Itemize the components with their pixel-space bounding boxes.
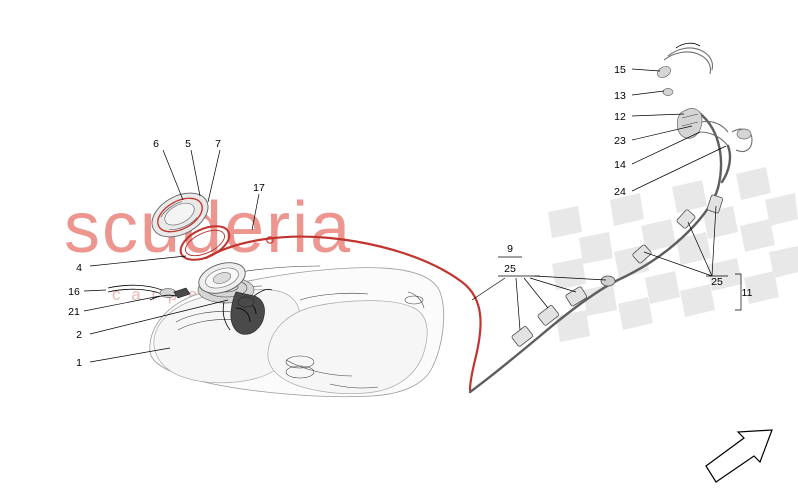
callout-9: 9 [507,243,513,255]
fuel-line-grey [468,110,724,394]
callout-25-left: 25 [504,263,516,275]
callout-24: 24 [614,186,626,198]
callout-15: 15 [614,64,626,76]
callout-16: 16 [68,286,80,298]
callout-1: 1 [76,357,82,369]
evap-valve-cluster [657,42,753,184]
callout-14: 14 [614,159,626,171]
callout-5: 5 [185,138,191,150]
fuel-line-red [204,235,482,392]
callout-7: 7 [215,138,221,150]
callout-labels: 6 5 7 17 4 16 21 2 1 15 13 12 23 14 24 9… [68,64,752,369]
direction-arrow [705,429,773,483]
callout-21: 21 [68,306,80,318]
filler-lock-lever-parts [107,284,191,301]
callout-2: 2 [76,329,82,341]
callout-4: 4 [76,262,82,274]
callout-17: 17 [253,182,265,194]
callout-13: 13 [614,90,626,102]
callout-6: 6 [153,138,159,150]
fuel-filler-flap-assembly [151,192,246,294]
group-brackets [498,256,742,311]
callout-25-right: 25 [711,276,723,288]
callout-12: 12 [614,111,626,123]
callout-23: 23 [614,135,626,147]
line-clamps [511,194,724,347]
checkered-flag-background [548,167,798,342]
leader-lines [83,68,727,363]
callout-11: 11 [742,287,753,299]
